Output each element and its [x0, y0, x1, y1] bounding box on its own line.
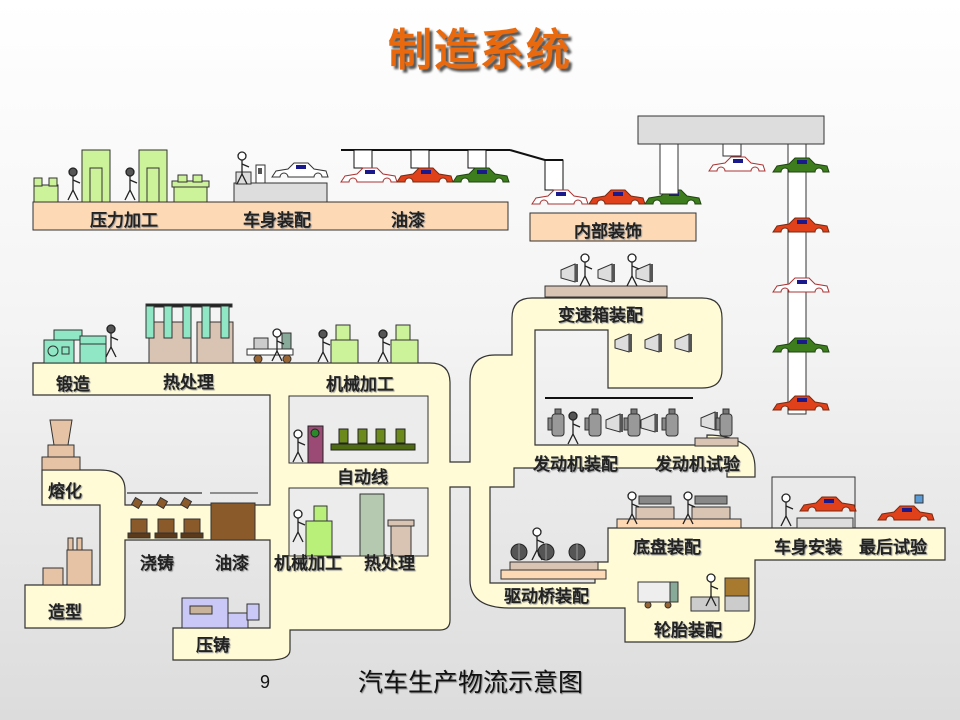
label-body-assembly: 车身装配 — [243, 211, 311, 231]
pouring-line-icon — [127, 492, 258, 541]
gearbox-platform — [544, 285, 668, 298]
worker-icon — [579, 253, 593, 287]
label-painting-top: 油漆 — [391, 211, 425, 231]
overhead-storage-icon — [637, 115, 830, 415]
worker-icon — [377, 329, 391, 363]
label-forging: 锻造 — [56, 375, 90, 395]
label-machining-bottom: 机械加工 — [274, 554, 342, 574]
diagram-caption: 汽车生产物流示意图 — [358, 668, 584, 697]
label-die-casting: 压铸 — [196, 636, 230, 656]
body-mounting-icon — [771, 476, 935, 529]
tire-assembly-icon — [637, 577, 750, 612]
label-interior-trim: 内部装饰 — [574, 222, 642, 242]
label-molding: 造型 — [48, 603, 82, 623]
engine-test-bench-icon — [694, 408, 739, 447]
label-chassis-assembly: 底盘装配 — [633, 538, 701, 558]
heat-treatment-furnace-icon — [145, 303, 234, 364]
forging-machine-icon — [43, 329, 107, 364]
label-automatic-line: 自动线 — [337, 468, 388, 488]
melting-furnace-icon — [41, 419, 81, 471]
chassis-assembly-icon — [616, 495, 742, 529]
paint-conveyor-icon — [340, 149, 546, 183]
machining-heat-treatment-icon — [305, 493, 415, 557]
worker-icon — [317, 329, 331, 363]
worker-icon — [567, 411, 581, 445]
label-melting: 熔化 — [48, 482, 82, 502]
label-machining-top: 机械加工 — [326, 375, 394, 395]
label-press: 压力加工 — [90, 211, 158, 231]
die-casting-machine-icon — [181, 597, 260, 629]
label-final-test: 最后试验 — [859, 538, 927, 558]
forklift-icon — [246, 332, 294, 364]
label-engine-assembly: 发动机装配 — [533, 455, 618, 475]
body-assembly-station-icon — [233, 162, 329, 203]
worker-icon — [67, 167, 81, 201]
interior-conveyor-icon — [531, 159, 702, 205]
top-band — [32, 201, 509, 231]
label-heat-treatment-bottom: 热处理 — [364, 554, 415, 574]
label-engine-test: 发动机试验 — [655, 455, 740, 475]
label-pouring: 浇铸 — [140, 554, 174, 574]
worker-icon — [124, 167, 138, 201]
machine-tool-icon — [330, 324, 419, 364]
label-painting-bottom: 油漆 — [215, 554, 249, 574]
label-gearbox-assembly: 变速箱装配 — [558, 306, 643, 326]
label-body-mounting: 车身安装 — [774, 538, 842, 558]
label-drive-axle-assembly: 驱动桥装配 — [504, 587, 589, 607]
worker-icon — [105, 324, 119, 358]
engine-assembly-line-icon — [545, 397, 693, 437]
label-heat-treatment-top: 热处理 — [163, 373, 214, 393]
worker-icon — [780, 493, 794, 527]
label-tire-assembly: 轮胎装配 — [654, 621, 722, 641]
drive-axle-assembly-icon — [500, 543, 607, 580]
automatic-line-icon — [307, 425, 416, 464]
molding-machine-icon — [42, 537, 93, 586]
press-machine-icon — [33, 149, 210, 203]
interior-band — [529, 212, 697, 242]
page-number: 9 — [260, 672, 271, 692]
page-title: 制造系统 — [388, 25, 572, 76]
